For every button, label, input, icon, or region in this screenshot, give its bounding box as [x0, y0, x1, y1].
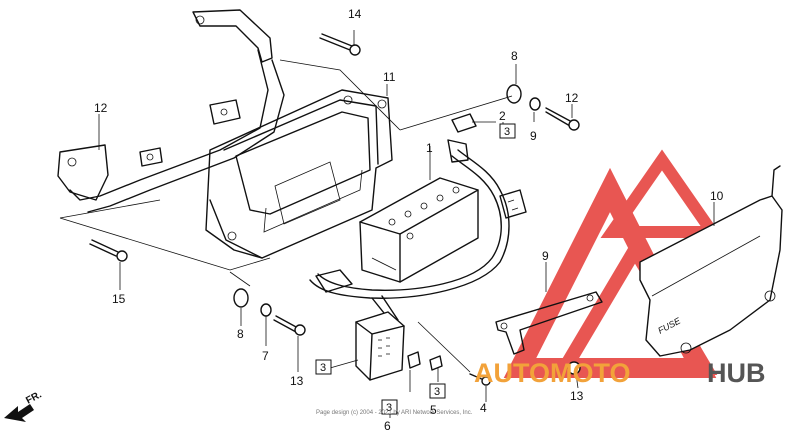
- part-label-2: 2: [499, 109, 506, 123]
- front-direction-arrow-icon: FR.: [4, 389, 44, 422]
- battery-cover: FUSE: [639, 165, 783, 357]
- part-label-9-top: 9: [530, 129, 537, 143]
- ref-box-3-right: 3: [429, 383, 446, 399]
- part-label-12-top: 12: [565, 91, 579, 105]
- battery-box: [205, 89, 393, 259]
- ref-box-3-bottom: 3: [381, 399, 398, 415]
- copyright-text: Page design (c) 2004 - 2021 by ARI Netwo…: [316, 410, 473, 416]
- part-label-7: 10: [710, 189, 724, 203]
- hardware: [89, 33, 581, 386]
- part-label-5: 11: [383, 70, 396, 84]
- watermark-text-right: HUB: [707, 358, 766, 388]
- ref-label-3-right: 3: [434, 386, 440, 398]
- part-label-11: 4: [480, 401, 487, 415]
- part-label-14: 5: [430, 403, 437, 417]
- part-label-6: 12: [94, 101, 108, 115]
- battery: [359, 177, 479, 283]
- watermark-text-left: AUTOMOTO: [474, 358, 631, 388]
- ref-label-3-top: 3: [504, 126, 510, 138]
- watermark-wordmark: AUTOMOTO HUB: [474, 358, 766, 388]
- wire-harness: [309, 139, 527, 321]
- front-direction-label: FR.: [24, 389, 44, 406]
- bracket-plate: [495, 291, 603, 355]
- ref-box-3-top: 3: [499, 123, 516, 139]
- leader-lines: [59, 30, 715, 418]
- part-labels: 14 12 11 1 8 2 9 12 10 9 15 8 7 13 4 13 …: [94, 7, 724, 433]
- part-label-13-left: 15: [112, 292, 126, 306]
- ref-label-3-left: 3: [320, 362, 326, 374]
- part-label-1: 1: [426, 141, 433, 155]
- bracket-handle: [57, 9, 285, 213]
- fuse-box: [355, 311, 443, 381]
- part-label-8-bottom: 8: [237, 327, 244, 341]
- part-label-15: 6: [384, 419, 391, 433]
- part-label-13-top: 14: [348, 7, 362, 21]
- part-label-4: 9: [542, 249, 549, 263]
- part-label-9-bottom: 7: [262, 349, 269, 363]
- part-label-10: 13: [570, 389, 584, 403]
- part-label-8-top: 8: [511, 49, 518, 63]
- ref-box-3-left: 3: [315, 359, 332, 375]
- ref-label-3-bottom: 3: [386, 402, 392, 414]
- part-label-12-bottom: 13: [290, 374, 304, 388]
